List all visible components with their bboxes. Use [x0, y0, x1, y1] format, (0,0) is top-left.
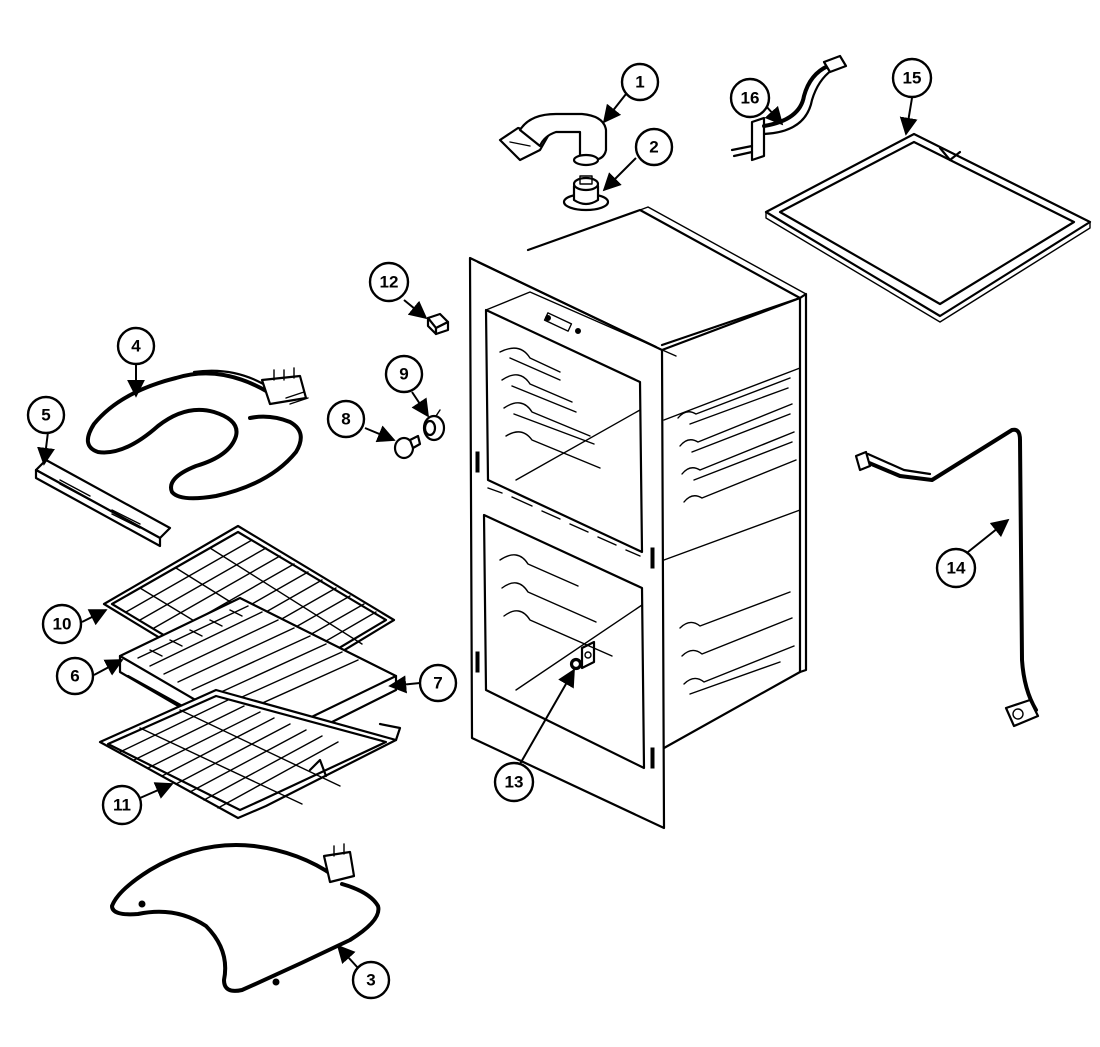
callout-9: 9: [384, 354, 424, 394]
callout-16-label: 16: [741, 89, 760, 108]
leader-6: [93, 659, 124, 676]
callout-9-label: 9: [399, 365, 408, 384]
leader-15: [899, 97, 918, 136]
callout-15-label: 15: [903, 69, 922, 88]
callout-1: 1: [620, 62, 660, 102]
leader-10: [81, 609, 108, 626]
callout-14-label: 14: [947, 559, 966, 578]
callout-12: 12: [368, 261, 410, 303]
callout-8-label: 8: [341, 410, 350, 429]
part-13-oven-sensor: [570, 658, 582, 670]
callout-6: 6: [55, 656, 95, 696]
leader-5: [37, 431, 55, 466]
leader-16: [764, 105, 784, 126]
leader-9: [411, 391, 429, 418]
oven-cabinet: [468, 206, 808, 830]
callout-4-label: 4: [131, 337, 141, 356]
callout-13-label: 13: [505, 773, 524, 792]
leader-7: [388, 675, 421, 694]
leader-14: [967, 518, 1010, 553]
leader-3: [336, 944, 359, 969]
callout-6-label: 6: [70, 667, 79, 686]
part-11-oven-rack: [98, 688, 402, 820]
leader-2: [602, 157, 637, 192]
callout-11: 11: [101, 784, 143, 826]
callout-13: 13: [493, 761, 535, 803]
callout-7-label: 7: [433, 674, 442, 693]
part-9-lamp-socket: [422, 409, 446, 442]
callout-12-label: 12: [380, 273, 399, 292]
callout-10-label: 10: [53, 615, 72, 634]
callout-11-label: 11: [113, 796, 131, 815]
part-14-tube: [854, 427, 1040, 728]
part-2-vent-fitting: [562, 175, 610, 212]
part-15-insulation-frame: [764, 132, 1092, 323]
part-16-sensor-harness: [730, 54, 848, 162]
callout-8: 8: [326, 399, 366, 439]
callout-1-label: 1: [635, 73, 644, 92]
callout-7: 7: [418, 663, 458, 703]
callout-3-label: 3: [366, 971, 375, 990]
callout-leaders: [37, 93, 1010, 969]
leader-8: [364, 425, 396, 443]
leader-11: [139, 782, 174, 799]
callout-5-label: 5: [41, 406, 50, 425]
leader-12: [403, 299, 428, 320]
part-5-element-bracket: [34, 458, 172, 548]
leader-13: [519, 668, 575, 765]
part-1-vent-duct: [498, 112, 608, 167]
part-12-clip: [426, 312, 450, 336]
callout-4: 4: [116, 326, 156, 366]
part-8-light-bulb: [393, 434, 422, 460]
callout-2: 2: [634, 127, 674, 167]
callout-15: 15: [891, 57, 933, 99]
leader-1: [602, 93, 627, 124]
callout-2-label: 2: [649, 138, 658, 157]
callout-3: 3: [351, 960, 391, 1000]
callout-14: 14: [935, 547, 977, 589]
part-4-broil-element: [86, 367, 309, 501]
callout-16: 16: [729, 77, 771, 119]
part-3-bake-element: [110, 843, 381, 993]
callout-10: 10: [41, 603, 83, 645]
callout-5: 5: [26, 395, 66, 435]
